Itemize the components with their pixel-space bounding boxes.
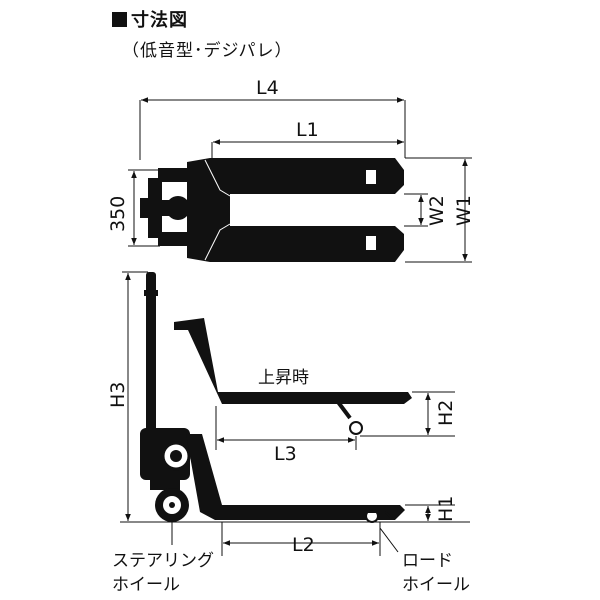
top-view-forks — [187, 158, 404, 262]
label-L2: L2 — [292, 534, 315, 556]
label-raised: 上昇時 — [258, 368, 309, 388]
label-steering-wheel-2: ホイール — [112, 575, 180, 595]
label-350: 350 — [107, 196, 129, 232]
label-load-wheel-2: ホイール — [402, 575, 470, 595]
top-view-handle — [140, 168, 192, 246]
pump-unit — [140, 428, 191, 490]
label-L1: L1 — [296, 119, 319, 141]
label-L3: L3 — [274, 443, 297, 465]
top-view — [128, 97, 472, 263]
fork-tip-hole-upper — [366, 170, 376, 184]
drawing-subtitle: （低音型･デジパレ） — [122, 41, 293, 61]
load-wheel-lowered — [340, 509, 393, 523]
fork-tip-hole-lower — [366, 236, 376, 250]
label-W2: W2 — [426, 195, 448, 226]
label-H1: H1 — [435, 496, 457, 522]
label-H2: H2 — [435, 400, 457, 426]
label-W1: W1 — [453, 195, 475, 226]
raised-frame — [174, 318, 412, 404]
label-steering-wheel-1: ステアリング — [112, 551, 214, 571]
drawing-title: 寸法図 — [112, 6, 188, 32]
steering-wheel — [155, 488, 189, 522]
side-view — [120, 271, 470, 556]
tiller-handle — [146, 272, 156, 432]
label-L4: L4 — [256, 77, 279, 99]
title-square-icon — [112, 12, 127, 27]
load-wheel-raised — [336, 400, 363, 435]
title-text: 寸法図 — [131, 10, 188, 31]
label-load-wheel-1: ロード — [402, 551, 453, 571]
label-H3: H3 — [107, 382, 129, 408]
